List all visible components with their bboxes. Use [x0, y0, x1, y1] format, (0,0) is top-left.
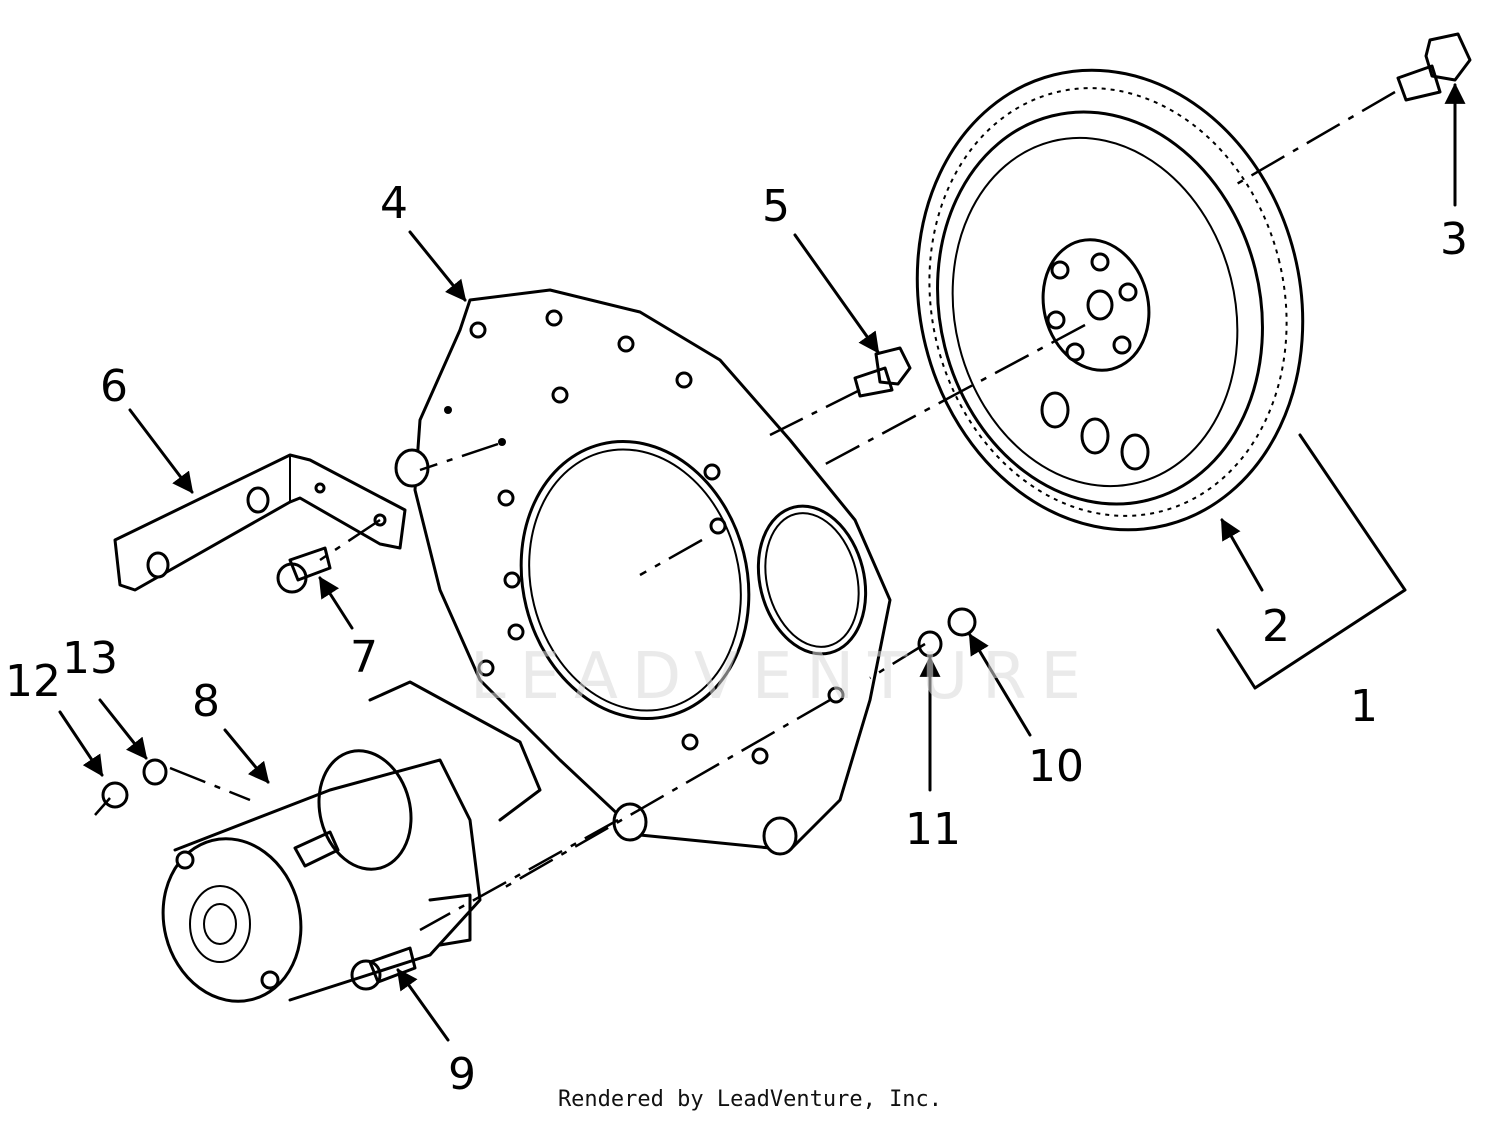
callout-11: 11: [905, 804, 961, 855]
assembly-bracket: [1216, 433, 1407, 690]
footer-credit: Rendered by LeadVenture, Inc.: [557, 1087, 943, 1112]
starter-motor: [161, 680, 542, 1003]
flywheel-bolt: [1396, 32, 1472, 102]
callout-8: 8: [192, 676, 220, 727]
adapter-plate: [394, 288, 892, 856]
bracket: [113, 453, 407, 592]
callout-7: 7: [350, 632, 378, 683]
bracket-bolt: [276, 546, 332, 594]
callout-12: 12: [5, 656, 61, 707]
assembly-lines: [94, 90, 1396, 932]
starter-bolt: [350, 946, 417, 991]
callout-5: 5: [762, 181, 790, 232]
callout-9: 9: [448, 1049, 476, 1100]
callout-3: 3: [1440, 214, 1468, 265]
flywheel: [915, 68, 1305, 532]
callout-10: 10: [1028, 741, 1084, 792]
leader-lines: [58, 82, 1466, 1042]
callout-1: 1: [1350, 681, 1378, 732]
plate-bolt: [853, 346, 912, 398]
watermark-text: LEADVENTURE: [470, 640, 1095, 714]
callout-13: 13: [62, 633, 118, 684]
callout-2: 2: [1262, 601, 1290, 652]
callout-6: 6: [100, 361, 128, 412]
callout-4: 4: [380, 178, 408, 229]
